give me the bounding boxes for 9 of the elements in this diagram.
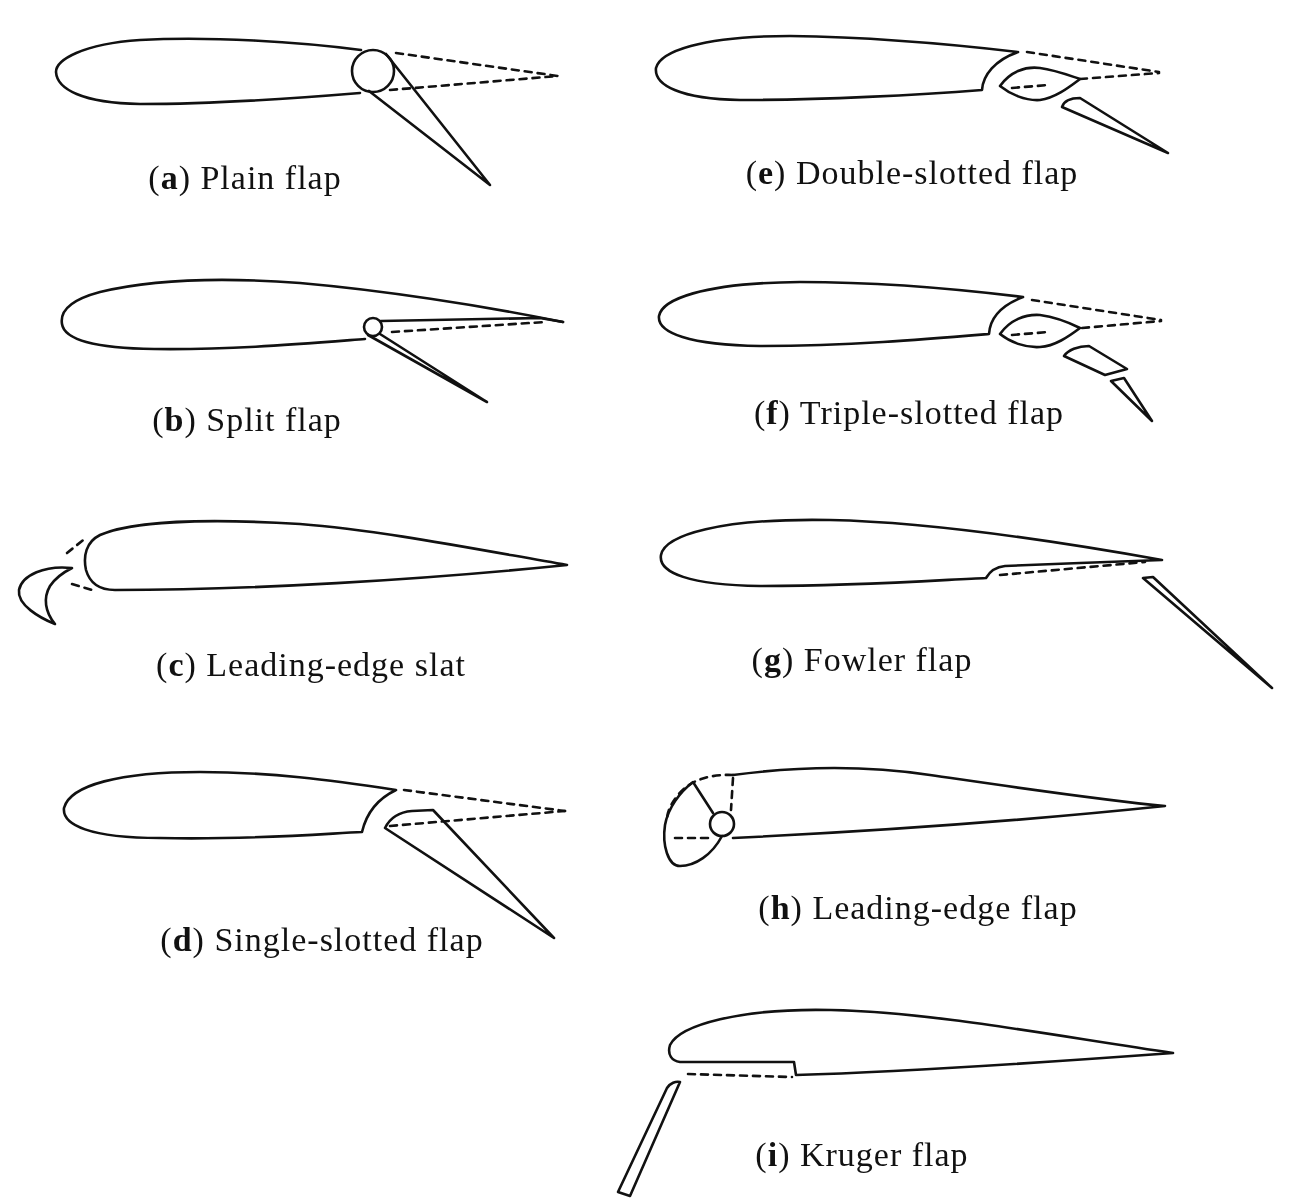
figure-caption: (f) Triple-slotted flap [753, 394, 1065, 432]
figure-caption: (i) Kruger flap [755, 1136, 969, 1174]
figure-caption: (g) Fowler flap [751, 641, 973, 679]
figure-caption: (b) Split flap [152, 401, 342, 439]
figure-caption: (d) Single-slotted flap [160, 921, 484, 959]
figure-caption: (a) Plain flap [148, 159, 342, 197]
figure-caption: (c) Leading-edge slat [156, 646, 466, 684]
figure-caption: (e) Double-slotted flap [745, 154, 1079, 192]
figure-caption: (h) Leading-edge flap [758, 889, 1078, 927]
